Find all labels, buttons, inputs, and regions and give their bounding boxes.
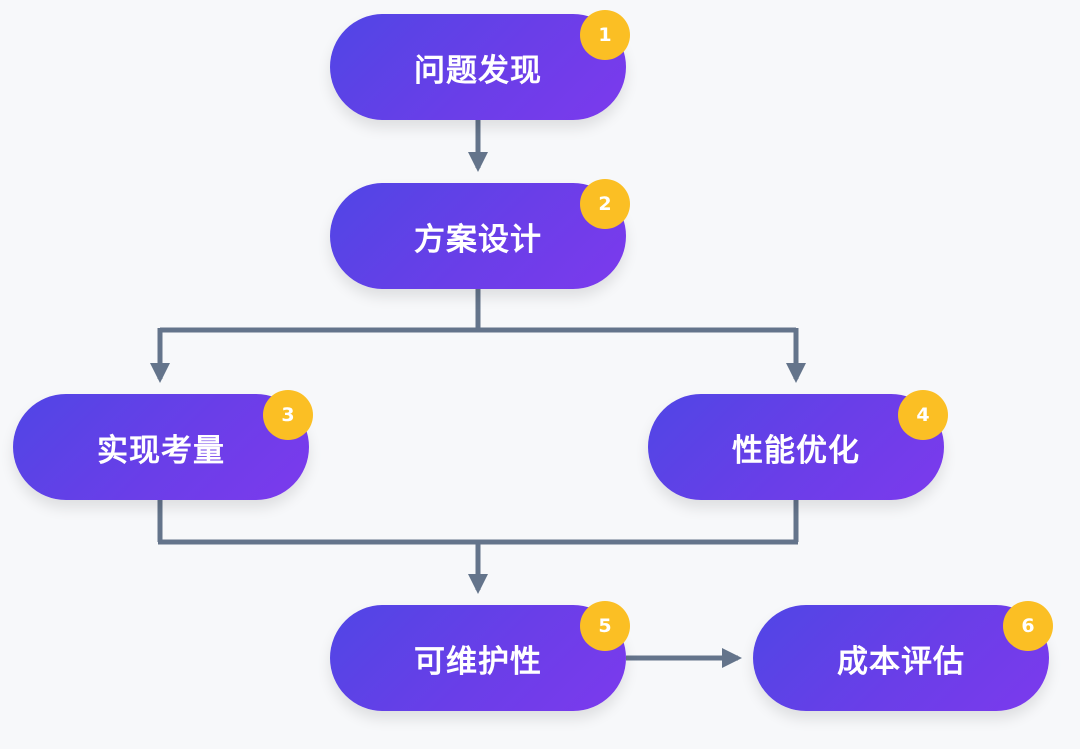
flow-node-6: 成本评估 6 xyxy=(753,601,1053,711)
flow-node-1: 问题发现 1 xyxy=(330,10,630,120)
node-label: 问题发现 xyxy=(414,52,542,89)
node-label: 性能优化 xyxy=(732,432,860,469)
step-number-badge: 5 xyxy=(580,601,630,651)
step-number-badge: 3 xyxy=(263,390,313,440)
flow-node-4: 性能优化 4 xyxy=(648,390,948,500)
flow-node-5: 可维护性 5 xyxy=(330,601,630,711)
step-number-badge: 1 xyxy=(580,10,630,60)
flow-node-2: 方案设计 2 xyxy=(330,179,630,289)
node-label: 方案设计 xyxy=(414,221,542,258)
node-label: 成本评估 xyxy=(837,643,965,680)
step-number-badge: 4 xyxy=(898,390,948,440)
node-label: 可维护性 xyxy=(414,643,542,680)
step-number-badge: 2 xyxy=(580,179,630,229)
flow-node-3: 实现考量 3 xyxy=(13,390,313,500)
node-label: 实现考量 xyxy=(97,432,225,469)
step-number-badge: 6 xyxy=(1003,601,1053,651)
